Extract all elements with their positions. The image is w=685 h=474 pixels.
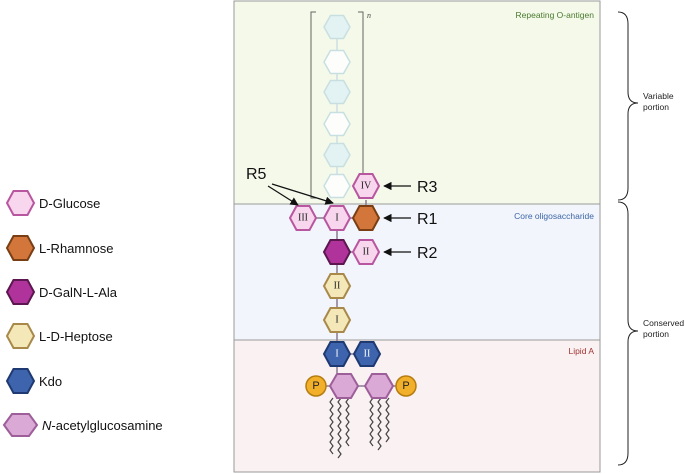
hexagon-glucose-iii: III	[288, 205, 318, 231]
hexagon-kdo-ii: II	[352, 341, 382, 367]
o-antigen-label: Repeating O-antigen	[516, 10, 595, 20]
hexagon-kdo-i: I	[322, 341, 352, 367]
lipid-a-label: Lipid A	[568, 346, 594, 356]
r1-label: R1	[417, 211, 438, 228]
r1-annotation: R1	[383, 211, 438, 228]
legend-label: D-GalN-L-Ala	[39, 285, 118, 300]
phosphate-right: P	[395, 375, 417, 397]
legend-item-d-glucose: D-Glucose	[5, 190, 100, 216]
roman-label: II	[363, 247, 370, 258]
roman-label: I	[335, 213, 338, 224]
hexagon-glucose-ii: II	[351, 239, 381, 265]
hexagon-glucose-i: I	[322, 205, 352, 231]
hexagon-icon	[5, 323, 36, 349]
hexagon-icon	[5, 368, 36, 394]
r2-annotation: R2	[383, 245, 438, 262]
o-antigen-repeat: n	[310, 11, 371, 199]
legend-label: L-D-Heptose	[39, 329, 113, 344]
legend-label: N-acetylglucosamine	[42, 418, 163, 433]
hexagon-glucose-iv: IV	[351, 173, 381, 199]
legend-item-l-d-heptose: L-D-Heptose	[5, 323, 113, 349]
r2-label: R2	[417, 245, 438, 262]
variable-label-line1: Variable	[643, 91, 674, 101]
phosphate-label: P	[312, 380, 319, 392]
roman-label: II	[364, 349, 371, 360]
lipid-a-region	[233, 339, 601, 473]
legend-label-rest: -acetylglucosamine	[51, 418, 162, 433]
conserved-label-line1: Conserved	[643, 318, 684, 328]
phosphate-left: P	[305, 375, 327, 397]
r5-label: R5	[246, 166, 267, 183]
hexagon-nag-left	[328, 373, 360, 399]
legend: D-Glucose L-Rhamnose D-GalN-L-Ala L-D-He…	[2, 190, 163, 437]
hexagon-galn-l-ala	[322, 239, 352, 265]
repeat-hexagon	[323, 49, 351, 75]
legend-label: Kdo	[39, 374, 62, 389]
legend-item-kdo: Kdo	[5, 368, 62, 394]
conserved-label-line2: portion	[643, 329, 669, 339]
r3-annotation: R3	[383, 179, 438, 196]
roman-label: IV	[361, 181, 372, 192]
roman-label: I	[335, 315, 338, 326]
roman-label: II	[334, 281, 341, 292]
lipid-a-tails	[329, 397, 390, 459]
repeat-bracket-left	[310, 11, 316, 199]
repeat-hexagon	[323, 142, 351, 168]
repeat-hexagon	[323, 79, 351, 105]
legend-label: L-Rhamnose	[39, 241, 113, 256]
hexagon-icon	[5, 279, 36, 305]
roman-label: III	[298, 213, 308, 224]
hexagon-nag-right	[363, 373, 395, 399]
hexagon-heptose-ii: II	[322, 273, 352, 299]
variable-brace	[617, 11, 639, 201]
core-label: Core oligosaccharide	[514, 211, 594, 221]
r3-label: R3	[417, 179, 438, 196]
o-antigen-region	[233, 0, 601, 205]
legend-item-n-acetylglucosamine: N-acetylglucosamine	[2, 413, 163, 437]
repeat-hexagon	[323, 111, 351, 137]
hexagon-heptose-i: I	[322, 307, 352, 333]
conserved-brace	[617, 201, 639, 466]
hexagon-icon	[2, 413, 39, 437]
legend-label-italic: N	[42, 418, 52, 433]
repeat-hexagon	[323, 173, 351, 199]
hexagon-icon	[5, 190, 36, 216]
phosphate-label: P	[402, 380, 409, 392]
variable-label-line2: portion	[643, 102, 669, 112]
legend-item-d-galn-l-ala: D-GalN-L-Ala	[5, 279, 118, 305]
hexagon-rhamnose	[351, 205, 381, 231]
legend-item-l-rhamnose: L-Rhamnose	[5, 235, 113, 261]
repeat-subscript: n	[367, 11, 371, 20]
legend-label: D-Glucose	[39, 196, 100, 211]
hexagon-icon	[5, 235, 36, 261]
r5-annotation: R5	[246, 166, 334, 206]
repeat-hexagon	[323, 14, 351, 40]
roman-label: I	[335, 349, 338, 360]
